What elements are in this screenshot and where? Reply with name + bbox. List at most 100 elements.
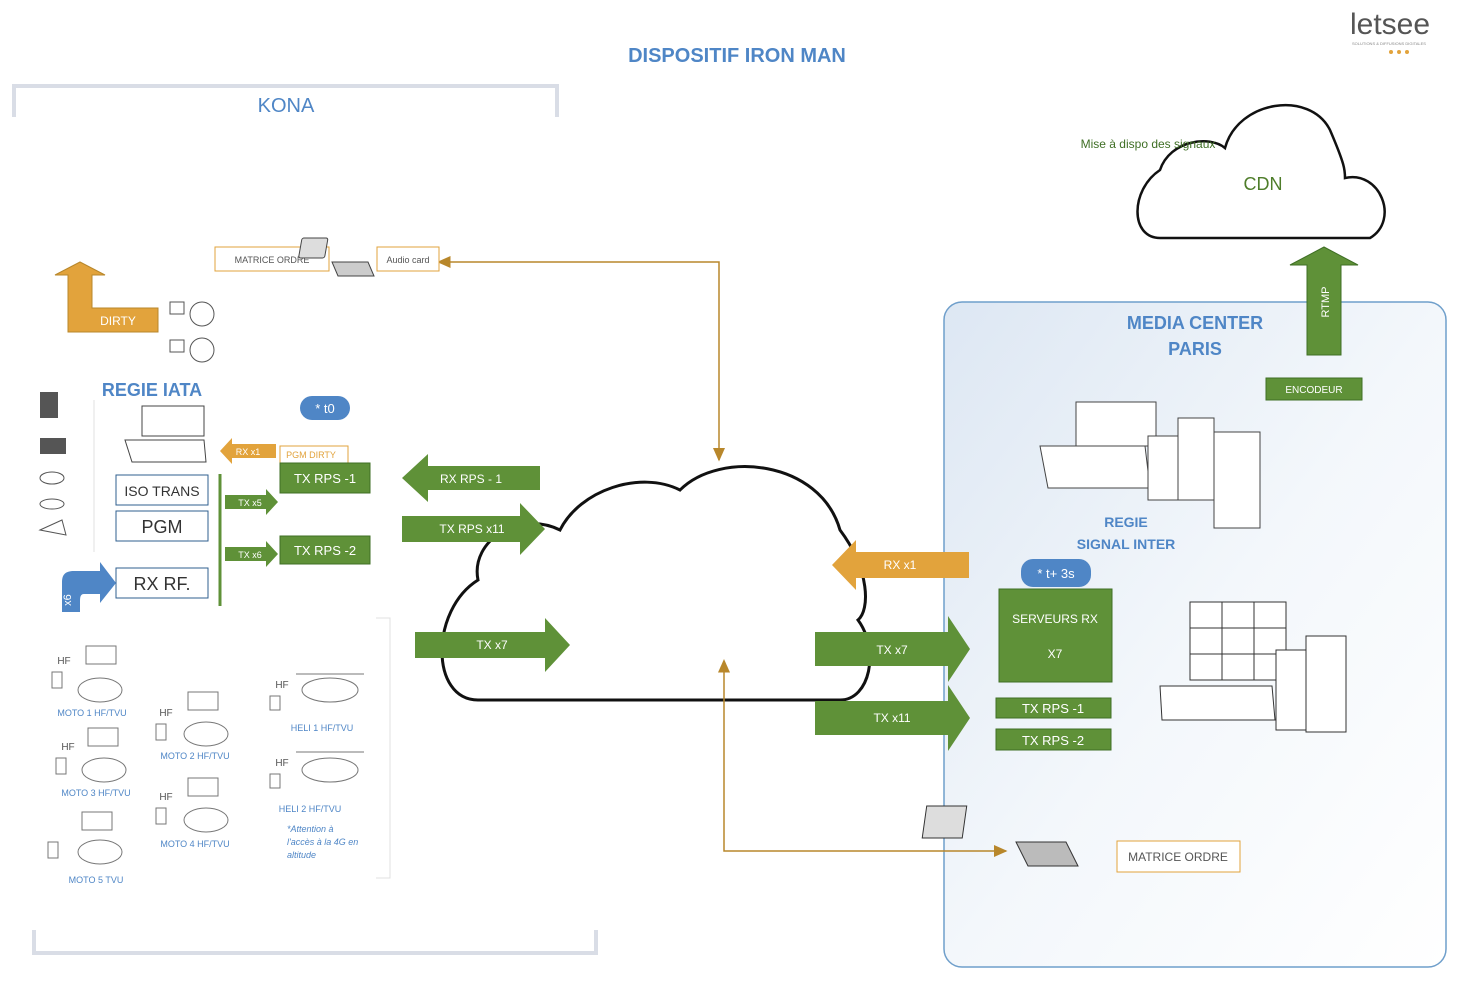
regie-iata-label: REGIE IATA xyxy=(102,380,202,400)
laptop-icon xyxy=(298,237,375,277)
tx-x7-left-label: TX x7 xyxy=(476,638,508,652)
regie-desk-icon xyxy=(124,405,207,463)
tx-rps-1-label: TX RPS -1 xyxy=(294,471,356,486)
moto-3-unit: HF MOTO 3 HF/TVU xyxy=(55,727,131,798)
rtmp-arrow: RTMP xyxy=(1289,246,1359,356)
tx-x6-arrow: TX x6 xyxy=(225,541,278,567)
central-cloud xyxy=(440,465,872,702)
rx-rps-1-label: RX RPS - 1 xyxy=(440,472,502,486)
rx-rps-1-arrow: RX RPS - 1 xyxy=(402,454,540,502)
moto-1-label: MOTO 1 HF/TVU xyxy=(57,708,126,718)
svg-text:HF: HF xyxy=(57,656,70,667)
field-divider xyxy=(376,617,391,879)
x6-label: x6 xyxy=(62,594,74,606)
audio-link-lines xyxy=(437,256,1008,857)
audio-card-box: Audio card xyxy=(376,246,440,272)
audio-card-label: Audio card xyxy=(386,255,429,265)
moto-4-label: MOTO 4 HF/TVU xyxy=(160,839,229,849)
moto-3-label: MOTO 3 HF/TVU xyxy=(61,788,130,798)
mc-tx-rps-1-label: TX RPS -1 xyxy=(1022,701,1084,716)
letsee-logo: letsee SOLUTIONS & DIFFUSIONS DIGITALES xyxy=(1350,8,1430,54)
cdn-note: Mise à dispo des signaux xyxy=(1081,137,1216,151)
rx-x1-right-label: RX x1 xyxy=(884,558,917,572)
svg-text:HF: HF xyxy=(159,708,172,719)
serveurs-rx-label: SERVEURS RX xyxy=(1012,612,1098,626)
pgm-label: PGM xyxy=(141,517,182,537)
server-workstation-icon xyxy=(1159,601,1347,733)
headset-icon xyxy=(169,301,215,363)
cdn-cloud: CDN Mise à dispo des signaux xyxy=(1081,104,1386,240)
tx-x5-label: TX x5 xyxy=(238,498,262,508)
moto-5-unit: MOTO 5 TVU xyxy=(47,811,124,885)
kona-zone: KONA xyxy=(12,84,598,955)
logo-tagline: SOLUTIONS & DIFFUSIONS DIGITALES xyxy=(1352,41,1426,46)
note-line-2: l'accès à la 4G en xyxy=(287,837,358,847)
rx-rf-box: RX RF. xyxy=(115,567,209,599)
media-center-title-2: PARIS xyxy=(1168,339,1222,359)
heli-2-label: HELI 2 HF/TVU xyxy=(279,804,342,814)
serveurs-x7-label: X7 xyxy=(1048,647,1063,661)
regie-signal-inter-icon xyxy=(1039,401,1261,529)
regie-signal-inter-1: REGIE xyxy=(1104,514,1148,530)
tx-x7-left-arrow: TX x7 xyxy=(415,618,570,672)
encodeur-label: ENCODEUR xyxy=(1285,385,1342,396)
tx-x7-right-label: TX x7 xyxy=(876,643,908,657)
laptop-bottom-icon xyxy=(921,805,1079,867)
note-line-3: altitude xyxy=(287,850,316,860)
dirty-label: DIRTY xyxy=(100,314,136,328)
tx-rps-2-label: TX RPS -2 xyxy=(294,543,356,558)
moto-1-unit: HF MOTO 1 HF/TVU xyxy=(51,645,127,718)
pgm-dirty-label: PGM DIRTY xyxy=(286,450,336,460)
t0-label: * t0 xyxy=(315,401,335,416)
heli-1-label: HELI 1 HF/TVU xyxy=(291,723,354,733)
moto-4-unit: HF MOTO 4 HF/TVU xyxy=(155,777,230,849)
pgm-box: PGM xyxy=(115,510,209,542)
rtmp-label: RTMP xyxy=(1320,287,1332,318)
tx-rps-x11-label: TX RPS x11 xyxy=(439,522,504,536)
svg-text:HF: HF xyxy=(275,758,288,769)
heli-2-unit: HF HELI 2 HF/TVU xyxy=(269,751,364,814)
kona-label: KONA xyxy=(258,95,315,117)
regie-signal-inter-2: SIGNAL INTER xyxy=(1077,536,1176,552)
iso-trans-label: ISO TRANS xyxy=(124,483,199,499)
svg-text:HF: HF xyxy=(275,680,288,691)
rx-x1-small-arrow: RX x1 xyxy=(220,438,276,464)
matrice-ordre-bottom: MATRICE ORDRE xyxy=(1116,840,1241,873)
moto-5-label: MOTO 5 TVU xyxy=(69,875,124,885)
tx-rps-x11-arrow: TX RPS x11 xyxy=(402,503,545,555)
dirty-arrow: DIRTY xyxy=(54,261,159,333)
tx-x11-right-arrow: TX x11 xyxy=(815,685,970,751)
heli-1-unit: HF HELI 1 HF/TVU xyxy=(269,673,364,733)
camera-icons xyxy=(38,392,67,536)
media-center-title-1: MEDIA CENTER xyxy=(1127,313,1263,333)
svg-text:HF: HF xyxy=(159,792,172,803)
serveurs-rx-box: SERVEURS RX X7 xyxy=(998,588,1113,683)
tx-rps-1-box: TX RPS -1 xyxy=(279,462,371,494)
iso-trans-box: ISO TRANS xyxy=(115,474,209,506)
tx-x7-right-arrow: TX x7 xyxy=(815,616,970,682)
svg-text:HF: HF xyxy=(61,742,74,753)
note-line-1: *Attention à xyxy=(287,824,334,834)
matrice-ordre-top-label: MATRICE ORDRE xyxy=(235,255,310,265)
mc-tx-rps-1-box: TX RPS -1 xyxy=(995,697,1112,719)
rx-x1-small-label: RX x1 xyxy=(236,447,261,457)
t3s-badge: * t+ 3s xyxy=(1021,559,1091,587)
logo-text: letsee xyxy=(1350,8,1430,41)
tx-x6-label: TX x6 xyxy=(238,550,262,560)
tx-x5-arrow: TX x5 xyxy=(225,489,278,515)
moto-2-unit: HF MOTO 2 HF/TVU xyxy=(155,691,230,761)
cdn-label: CDN xyxy=(1244,174,1283,194)
mc-tx-rps-2-box: TX RPS -2 xyxy=(995,728,1112,751)
encodeur-box: ENCODEUR xyxy=(1265,377,1363,401)
pgm-dirty-box: PGM DIRTY xyxy=(279,445,349,465)
t0-badge: * t0 xyxy=(300,396,350,420)
mc-tx-rps-2-label: TX RPS -2 xyxy=(1022,733,1084,748)
matrice-ordre-bottom-label: MATRICE ORDRE xyxy=(1128,850,1228,864)
altitude-note: *Attention à l'accès à la 4G en altitude xyxy=(287,824,358,860)
page-title: DISPOSITIF IRON MAN xyxy=(628,45,846,67)
moto-2-label: MOTO 2 HF/TVU xyxy=(160,751,229,761)
rx-rf-label: RX RF. xyxy=(133,574,190,594)
tx-x11-right-label: TX x11 xyxy=(873,711,910,725)
